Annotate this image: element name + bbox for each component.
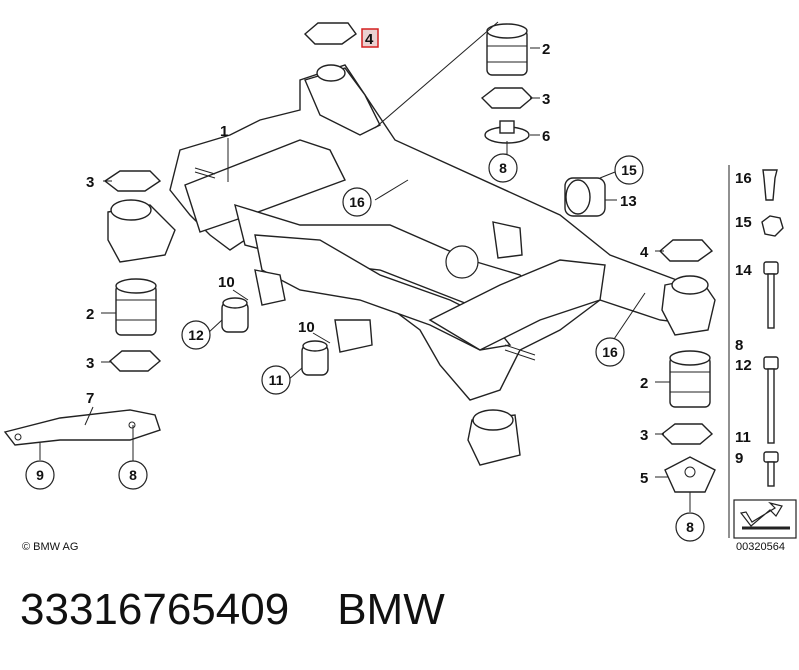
highlighted-label-box (361, 28, 379, 48)
diagram-id: 00320564 (736, 541, 785, 553)
bushing-13 (564, 177, 606, 217)
svg-text:12: 12 (188, 327, 204, 343)
legend-label-8: 8 (735, 337, 743, 354)
label-10-upper: 10 (218, 274, 235, 291)
fastener-legend: 16 15 14 8 12 11 9 (728, 165, 797, 539)
washer-4-right (658, 239, 714, 262)
rubber-mount-2-left (115, 278, 157, 336)
stud-16-icon (762, 169, 778, 201)
mounting-plate-5 (664, 456, 716, 493)
washer-3-left-bottom (108, 350, 162, 372)
brand-name: BMW (337, 585, 445, 634)
svg-text:16: 16 (349, 194, 365, 210)
circle-label-8-bottom-left: 8 (118, 460, 148, 490)
circle-label-8-bottom-right: 8 (675, 512, 705, 542)
circle-label-9: 9 (25, 460, 55, 490)
svg-text:8: 8 (129, 467, 137, 483)
bolt-12-icon (763, 356, 779, 370)
stop-plate-6 (484, 120, 530, 144)
legend-label-12: 12 (735, 357, 752, 374)
washer-4-top (303, 22, 357, 45)
legend-label-15: 15 (735, 214, 752, 231)
svg-text:9: 9 (36, 467, 44, 483)
label-2-top: 2 (542, 41, 550, 58)
svg-text:15: 15 (621, 162, 637, 178)
label-10-lower: 10 (298, 319, 315, 336)
legend-label-16: 16 (735, 170, 752, 187)
label-4-right: 4 (640, 244, 649, 261)
label-13: 13 (620, 193, 637, 210)
legend-label-11: 11 (735, 429, 751, 446)
circle-label-16-right: 16 (595, 337, 625, 367)
rubber-mount-11 (301, 340, 329, 376)
circle-label-16-left: 16 (342, 187, 372, 217)
part-number: 33316765409 (20, 585, 290, 634)
nut-15-icon (761, 215, 784, 237)
circle-label-8-top: 8 (488, 153, 518, 183)
washer-3-right (660, 423, 714, 445)
footer: 33316765409 BMW (20, 585, 493, 635)
label-2-right: 2 (640, 375, 648, 392)
leader-lines (39, 21, 691, 512)
label-2-left: 2 (86, 306, 94, 323)
label-3-left-top: 3 (86, 174, 94, 191)
washer-3-left-top (103, 170, 162, 192)
rubber-mount-12 (221, 297, 249, 333)
label-3-top-right: 3 (542, 91, 550, 108)
legend-label-14: 14 (735, 262, 752, 279)
rear-axle-subframe (107, 64, 716, 466)
bracket-7 (3, 409, 161, 446)
label-6: 6 (542, 128, 550, 145)
label-7: 7 (86, 390, 94, 407)
label-3-right: 3 (640, 427, 648, 444)
label-3-left-bottom: 3 (86, 355, 94, 372)
svg-text:8: 8 (686, 519, 694, 535)
bolt-14-icon (763, 261, 779, 275)
rubber-mount-2-top (486, 23, 528, 76)
label-1: 1 (220, 123, 228, 140)
circle-label-11: 11 (261, 365, 291, 395)
circle-label-12: 12 (181, 320, 211, 350)
rubber-mount-2-right (669, 350, 711, 408)
label-4-highlighted: 4 (365, 31, 374, 48)
legend-label-9: 9 (735, 450, 743, 467)
label-5: 5 (640, 470, 648, 487)
circle-label-15: 15 (614, 155, 644, 185)
washer-3-top-right (480, 87, 534, 109)
svg-text:8: 8 (499, 160, 507, 176)
copyright-text: © BMW AG (22, 541, 79, 553)
direction-arrow-icon (733, 499, 797, 539)
svg-text:11: 11 (269, 372, 284, 388)
bolt-9-icon (763, 451, 779, 463)
exploded-parts-diagram: 1 3 2 3 7 2 3 6 13 4 2 3 5 10 10 4 8 15 … (3, 21, 797, 542)
svg-text:16: 16 (602, 344, 618, 360)
